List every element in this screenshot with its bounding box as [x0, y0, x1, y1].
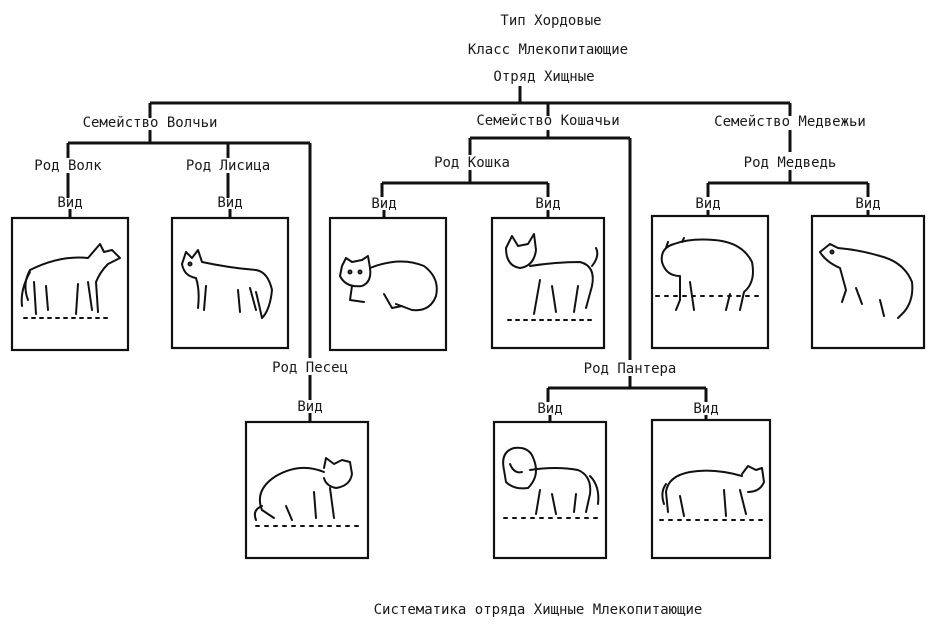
- polar-bear-icon: [819, 243, 914, 319]
- species-label-lion: Вид: [537, 401, 562, 417]
- species-label-arctic-fox: Вид: [297, 399, 322, 415]
- box-lynx: [490, 216, 606, 350]
- lynx-icon: [505, 233, 599, 321]
- species-label-lynx: Вид: [535, 196, 560, 212]
- family-cats-label: Семейство Кошачьи: [476, 113, 619, 129]
- species-label-polar-bear: Вид: [855, 196, 880, 212]
- genus-wolf-label: Род Волк: [34, 158, 102, 174]
- box-wolf: [10, 216, 130, 352]
- genus-arctic-fox-label: Род Песец: [272, 360, 348, 376]
- species-label-tiger: Вид: [693, 401, 718, 417]
- fox-icon: [181, 249, 273, 319]
- diagram-caption: Систематика отряда Хищные Млекопитающие: [374, 602, 703, 618]
- species-label-wolf: Вид: [57, 195, 82, 211]
- genus-bear-label: Род Медведь: [744, 155, 837, 171]
- family-wolves-label: Семейство Волчьи: [83, 115, 218, 131]
- box-lion: [492, 420, 608, 560]
- type-label: Тип Хордовые: [500, 13, 601, 29]
- class-label: Класс Млекопитающие: [468, 42, 628, 58]
- genus-cat-label: Род Кошка: [434, 155, 510, 171]
- brown-bear-icon: [655, 237, 761, 311]
- box-brown-bear: [650, 214, 770, 350]
- box-wild-cat: [328, 216, 448, 352]
- family-bears-label: Семейство Медвежьи: [714, 114, 866, 130]
- species-label-wild-cat: Вид: [371, 196, 396, 212]
- genus-panther-label: Род Пантера: [584, 361, 677, 377]
- arctic-fox-icon: [253, 457, 361, 527]
- species-label-fox: Вид: [217, 195, 242, 211]
- box-arctic-fox: [244, 420, 370, 560]
- lion-icon: [502, 446, 601, 519]
- box-tiger: [650, 418, 772, 560]
- wild-cat-icon: [339, 255, 438, 312]
- box-polar-bear: [810, 214, 926, 350]
- tiger-icon: [659, 465, 765, 521]
- genus-fox-label: Род Лисица: [186, 158, 270, 174]
- order-label: Отряд Хищные: [493, 69, 594, 85]
- connector-lines: [66, 86, 870, 422]
- box-fox: [170, 216, 290, 350]
- wolf-icon: [20, 243, 121, 319]
- species-label-brown-bear: Вид: [695, 196, 720, 212]
